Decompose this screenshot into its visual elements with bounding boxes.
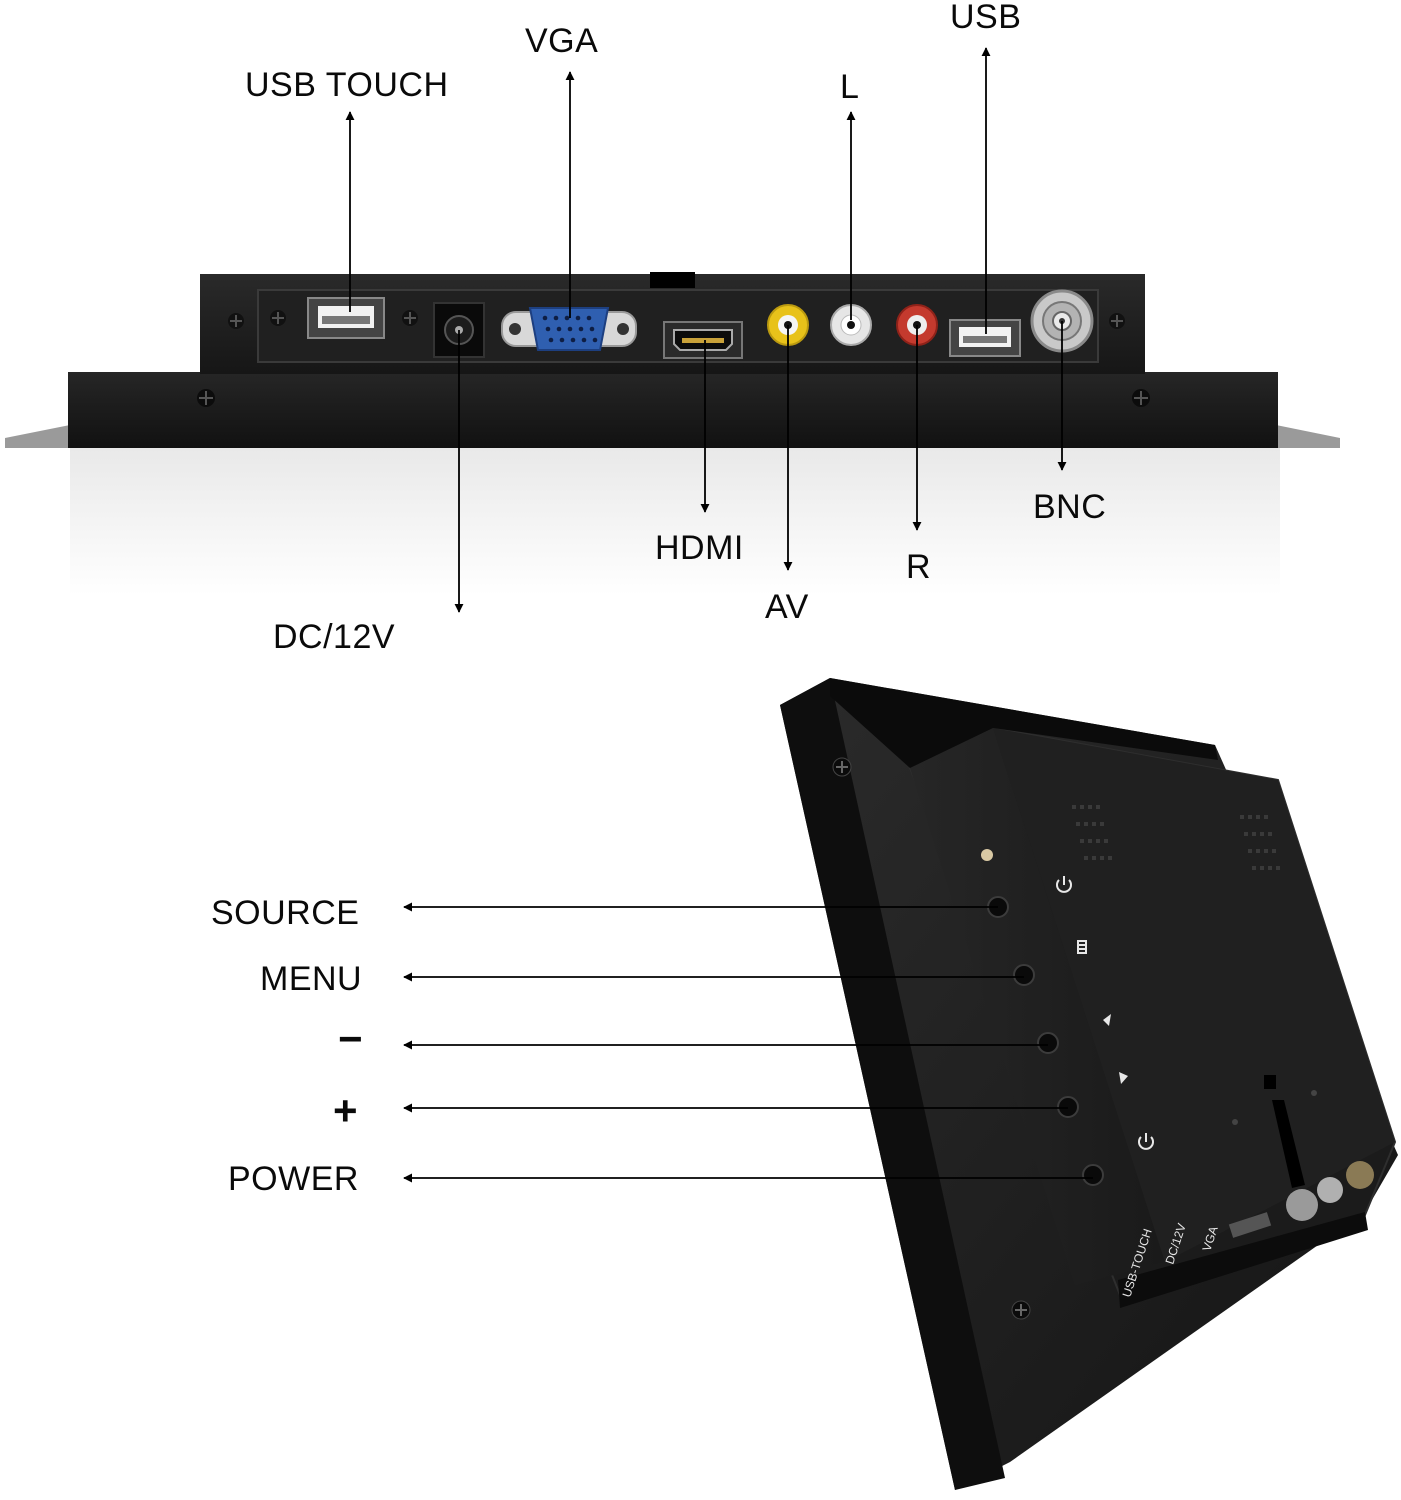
screw bbox=[402, 310, 418, 326]
screw bbox=[270, 310, 286, 326]
vga-port bbox=[501, 307, 637, 351]
screw bbox=[197, 389, 215, 407]
label-av: AV bbox=[765, 588, 809, 626]
label-vga: VGA bbox=[525, 22, 599, 60]
power-icon bbox=[1056, 876, 1072, 893]
label-power: POWER bbox=[228, 1160, 359, 1198]
label-minus: − bbox=[338, 1015, 364, 1062]
screw bbox=[1109, 313, 1125, 329]
screw bbox=[832, 757, 852, 777]
screw bbox=[1132, 389, 1150, 407]
label-r: R bbox=[906, 548, 932, 586]
menu-icon bbox=[1077, 940, 1087, 954]
callout-arrows-top bbox=[345, 47, 1067, 613]
vent-holes bbox=[1072, 805, 1280, 870]
screw bbox=[1011, 1300, 1031, 1320]
label-bnc: BNC bbox=[1033, 488, 1107, 526]
label-dc12v: DC/12V bbox=[273, 618, 396, 656]
down-triangle-icon bbox=[1119, 1072, 1128, 1084]
side-connectors bbox=[1228, 1075, 1374, 1238]
label-plus: + bbox=[333, 1087, 359, 1134]
plus-hw-button bbox=[1057, 1096, 1079, 1118]
audio-left-rca-port bbox=[830, 304, 872, 346]
power-hw-button bbox=[1082, 1164, 1104, 1186]
callout-arrows-side bbox=[403, 902, 1093, 1183]
label-usb: USB bbox=[950, 0, 1022, 36]
label-source: SOURCE bbox=[211, 894, 360, 932]
label-usb-touch: USB TOUCH bbox=[245, 66, 449, 104]
usb-port bbox=[949, 319, 1021, 357]
hdmi-port bbox=[663, 321, 743, 359]
up-triangle-icon bbox=[1103, 1014, 1111, 1026]
usb-touch-port bbox=[307, 297, 385, 339]
power-icon-lower bbox=[1138, 1133, 1154, 1150]
label-l: L bbox=[840, 68, 860, 106]
minus-hw-button bbox=[1037, 1032, 1059, 1054]
label-hdmi: HDMI bbox=[655, 529, 744, 567]
power-led bbox=[981, 849, 993, 861]
label-menu: MENU bbox=[260, 960, 363, 998]
monitor-side-view: USB-TOUCH DC/12V VGA bbox=[780, 678, 1398, 1490]
menu-hw-button bbox=[1013, 964, 1035, 986]
screw bbox=[228, 313, 244, 329]
